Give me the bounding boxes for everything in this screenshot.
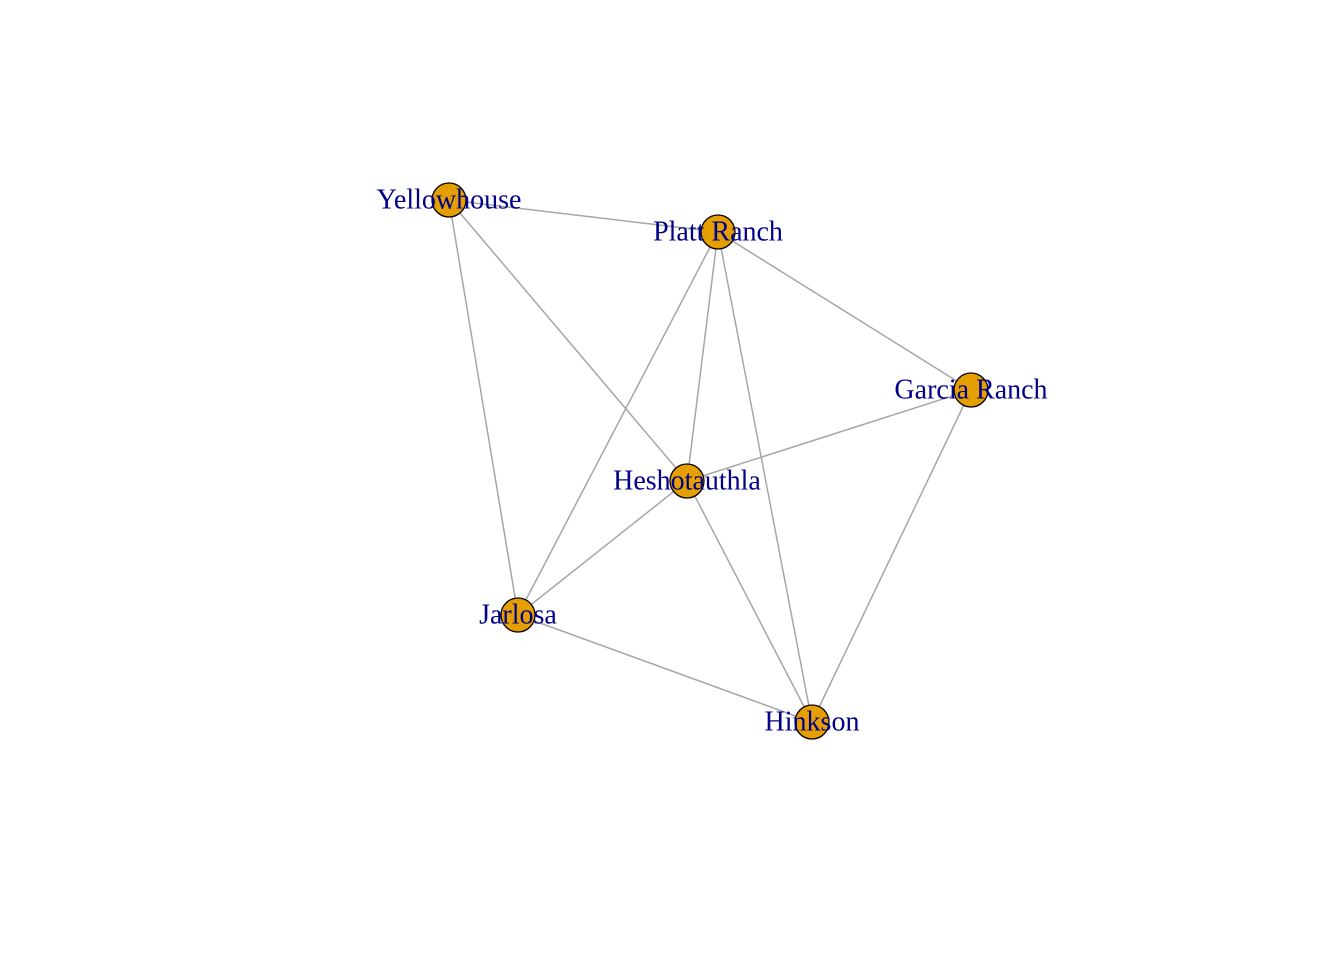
node-label-garcia-ranch: Garcia Ranch [894, 375, 1047, 406]
edge-platt-ranch-jarlosa [517, 231, 719, 616]
edge-yellowhouse-platt-ranch [448, 199, 719, 233]
node-label-heshotauthla: Heshotauthla [613, 466, 761, 497]
edge-yellowhouse-heshotauthla [448, 199, 688, 482]
node-label-yellowhouse: Yellowhouse [377, 185, 522, 216]
node-label-hinkson: Hinkson [765, 707, 860, 738]
node-platt-ranch [700, 214, 736, 250]
nodes-layer [431, 182, 989, 740]
edge-platt-ranch-heshotauthla [686, 231, 719, 482]
node-label-platt-ranch: Platt Ranch [653, 217, 783, 248]
node-heshotauthla [669, 463, 705, 499]
node-jarlosa [500, 597, 536, 633]
edge-platt-ranch-hinkson [717, 231, 813, 723]
edge-jarlosa-hinkson [517, 614, 813, 723]
node-hinkson [794, 704, 830, 740]
node-label-jarlosa: Jarlosa [479, 600, 557, 631]
edge-garcia-ranch-heshotauthla [686, 389, 972, 482]
edges-layer [448, 199, 972, 723]
edge-platt-ranch-garcia-ranch [717, 231, 972, 391]
node-garcia-ranch [953, 372, 989, 408]
edge-heshotauthla-hinkson [686, 480, 813, 723]
edge-garcia-ranch-hinkson [811, 389, 972, 723]
edge-heshotauthla-jarlosa [517, 480, 688, 616]
edge-yellowhouse-jarlosa [448, 199, 519, 616]
node-yellowhouse [431, 182, 467, 218]
